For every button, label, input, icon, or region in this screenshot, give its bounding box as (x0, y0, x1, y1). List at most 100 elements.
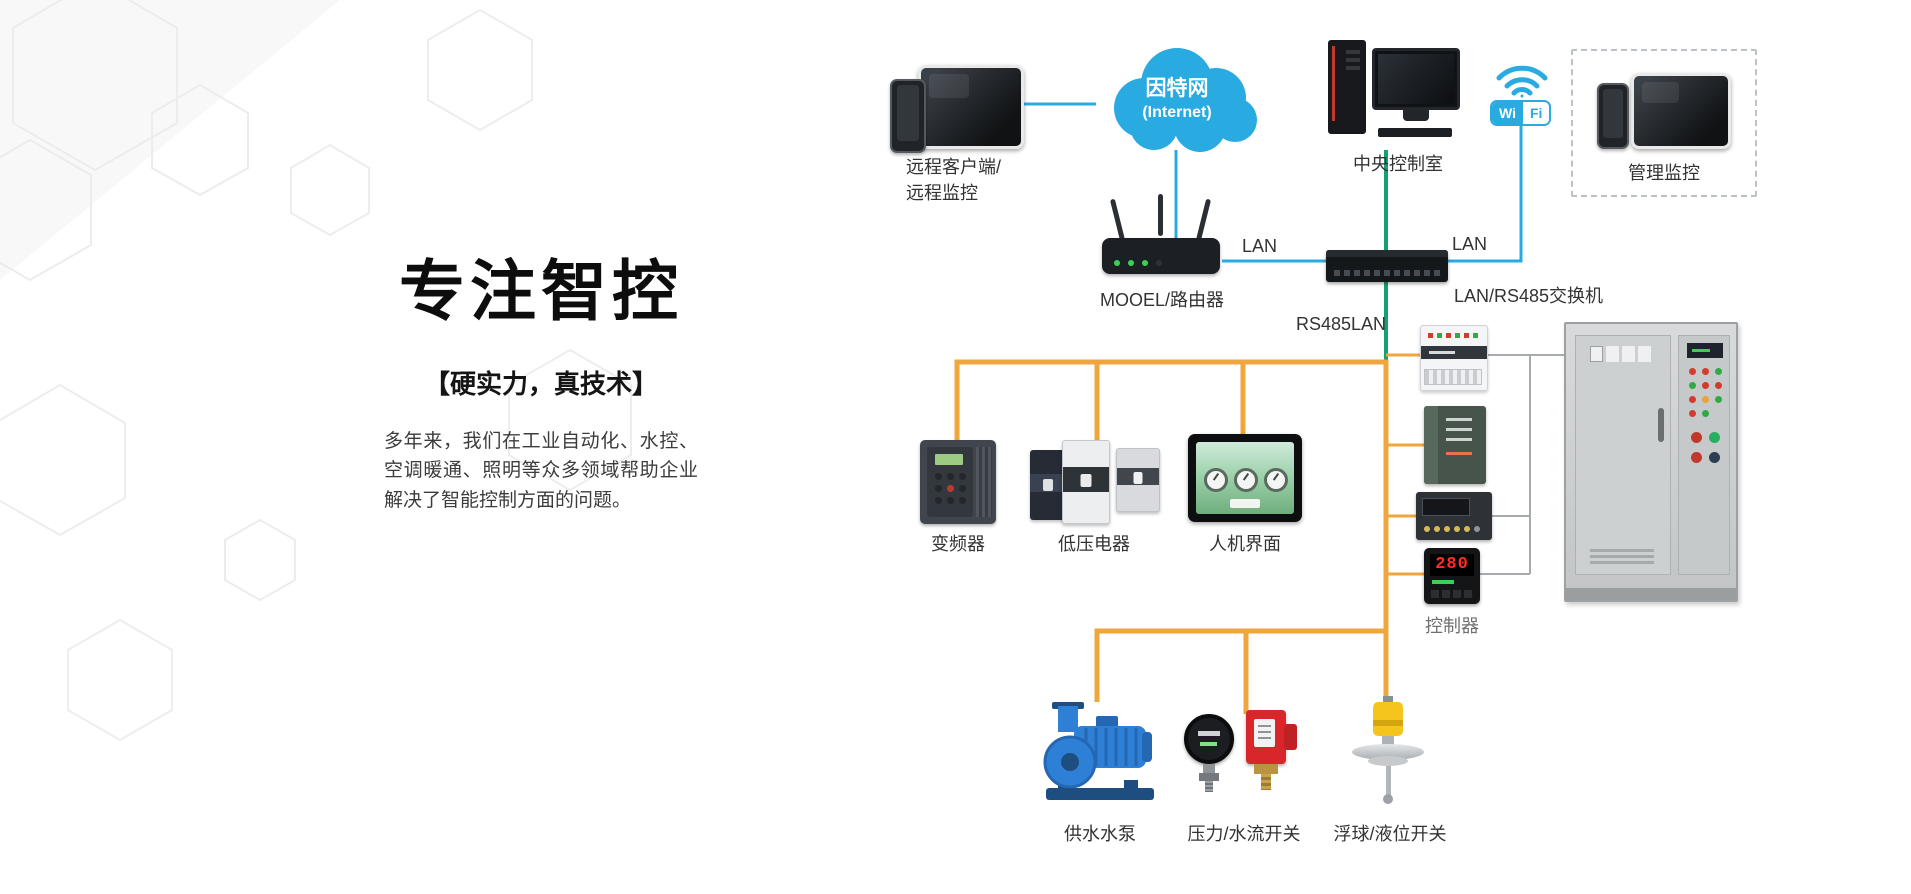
float-tip (1383, 794, 1393, 804)
flow-switch-cylinder (1284, 724, 1297, 750)
pressure-gauge-icon (1184, 714, 1236, 800)
flow-switch-icon (1240, 708, 1300, 798)
hmi-node (1188, 434, 1302, 522)
low-voltage-label: 低压电器 (1058, 534, 1130, 554)
pump-label: 供水水泵 (1064, 824, 1136, 844)
breaker-icon (1116, 448, 1160, 512)
flow-switch-fitting (1254, 764, 1278, 774)
router-label: MOOEL/路由器 (1099, 290, 1224, 310)
float-disc (1368, 756, 1408, 766)
float-flange (1352, 744, 1424, 760)
phone-icon (890, 79, 926, 153)
cabinet-gray-lines (1480, 354, 1564, 575)
rs485-orange-branches (1386, 353, 1424, 576)
float-head (1373, 702, 1403, 736)
breaker-icon (1030, 450, 1066, 520)
lan-right-label: LAN (1452, 234, 1488, 254)
internet-label: 因特网 (Internet) (1092, 72, 1262, 122)
tablet-icon (1631, 73, 1731, 149)
antenna-icon (1196, 198, 1212, 241)
plc-label-band (1421, 346, 1487, 359)
vfd-label: 变频器 (931, 534, 985, 554)
management-monitor-label: 管理监控 (1628, 163, 1700, 183)
float-rod (1386, 764, 1391, 796)
remote-client-node: 远程客户端/ 远程监控 (890, 65, 1030, 203)
pump-node (1040, 700, 1160, 806)
gauge-icon (1204, 468, 1228, 492)
internet-cloud-node: 因特网 (Internet) (1092, 40, 1262, 155)
controller-label: 控制器 (1425, 616, 1479, 636)
promo-panel: 专注智控 【硬实力，真技术】 多年来，我们在工业自动化、水控、空调暖通、照明等众… (384, 238, 698, 515)
antenna-icon (1158, 194, 1163, 236)
plc-module-node (1420, 325, 1488, 391)
central-control-label: 中央控制室 (1353, 154, 1443, 174)
control-cabinet-node (1564, 322, 1738, 602)
controller-keys (1431, 590, 1439, 598)
gauge-thread (1205, 781, 1213, 792)
remote-client-label-line2: 远程监控 (906, 183, 978, 203)
tablet-icon (918, 65, 1024, 149)
antenna-icon (1109, 198, 1125, 241)
rs485-label: RS485LAN (1296, 314, 1387, 334)
management-monitor-node: 管理监控 (1571, 49, 1757, 197)
pump-icon (1043, 702, 1154, 800)
wifi-badge-fi: Fi (1522, 102, 1550, 124)
cabinet-vent (1590, 549, 1654, 552)
plc-terminals (1424, 369, 1482, 385)
cabinet-right-panel (1678, 335, 1730, 575)
gauge-nut (1199, 773, 1219, 781)
keyboard-icon (1378, 128, 1452, 137)
pc-tower-icon (1328, 40, 1366, 134)
pressure-flow-label: 压力/水流开关 (1187, 824, 1301, 844)
cabinet-left-door (1575, 335, 1671, 575)
remote-client-label: 远程客户端/ 远程监控 (906, 153, 1001, 205)
page-title: 专注智控 (399, 254, 683, 328)
controller-display: 280 (1430, 554, 1474, 576)
float-level-label: 浮球/液位开关 (1333, 824, 1447, 844)
hmi-screen (1196, 442, 1294, 514)
controller-sub-display (1432, 580, 1454, 584)
float-connector (1383, 696, 1393, 704)
lan-left-label: LAN (1242, 236, 1278, 256)
internet-label-line1: 因特网 (1145, 77, 1209, 100)
cabinet-base (1566, 588, 1736, 600)
switch-icon (1326, 250, 1448, 282)
switch-label: LAN/RS485交换机 (1454, 286, 1604, 306)
controller-node: 280 (1424, 548, 1480, 604)
router-node (1100, 194, 1224, 278)
monitor-icon (1372, 48, 1460, 110)
gauge-dial (1184, 714, 1234, 764)
gauge-icon (1234, 468, 1258, 492)
breaker-icon (1062, 440, 1110, 524)
gauge-stem (1203, 764, 1215, 773)
page-description: 多年来，我们在工业自动化、水控、空调暖通、照明等众多领域帮助企业解决了智能控制方… (384, 431, 698, 511)
router-icon (1102, 238, 1220, 274)
flow-switch-body (1246, 710, 1286, 764)
cabinet-indicator-lights (1689, 368, 1696, 375)
rs485-orange-bus (954, 359, 1389, 714)
cloud-icon (1114, 48, 1257, 152)
cabinet-buttons (1691, 432, 1702, 443)
hmi-statusbar (1230, 499, 1260, 508)
page-subtitle: 【硬实力，真技术】 (423, 369, 658, 399)
vfd-keypad (927, 447, 973, 517)
vfd-heatsink (976, 447, 992, 517)
low-voltage-node (1030, 440, 1162, 524)
hmi-label: 人机界面 (1209, 534, 1281, 554)
float-neck (1382, 736, 1394, 746)
plc-rack-node (1424, 406, 1486, 484)
wifi-node: Wi Fi (1486, 42, 1558, 132)
remote-client-label-line1: 远程客户端/ (906, 157, 1002, 177)
wifi-badge: Wi Fi (1490, 100, 1552, 126)
central-control-node (1328, 40, 1468, 148)
wifi-icon (1496, 65, 1548, 98)
wifi-badge-wi: Wi (1492, 102, 1523, 124)
internet-label-line2: (Internet) (1142, 104, 1212, 121)
vfd-node (920, 440, 996, 524)
gauge-icon (1264, 468, 1288, 492)
flow-switch-pipe (1261, 774, 1271, 790)
pressure-flow-node (1184, 706, 1304, 802)
plc-led-row (1428, 333, 1433, 338)
phone-icon (1597, 83, 1629, 149)
